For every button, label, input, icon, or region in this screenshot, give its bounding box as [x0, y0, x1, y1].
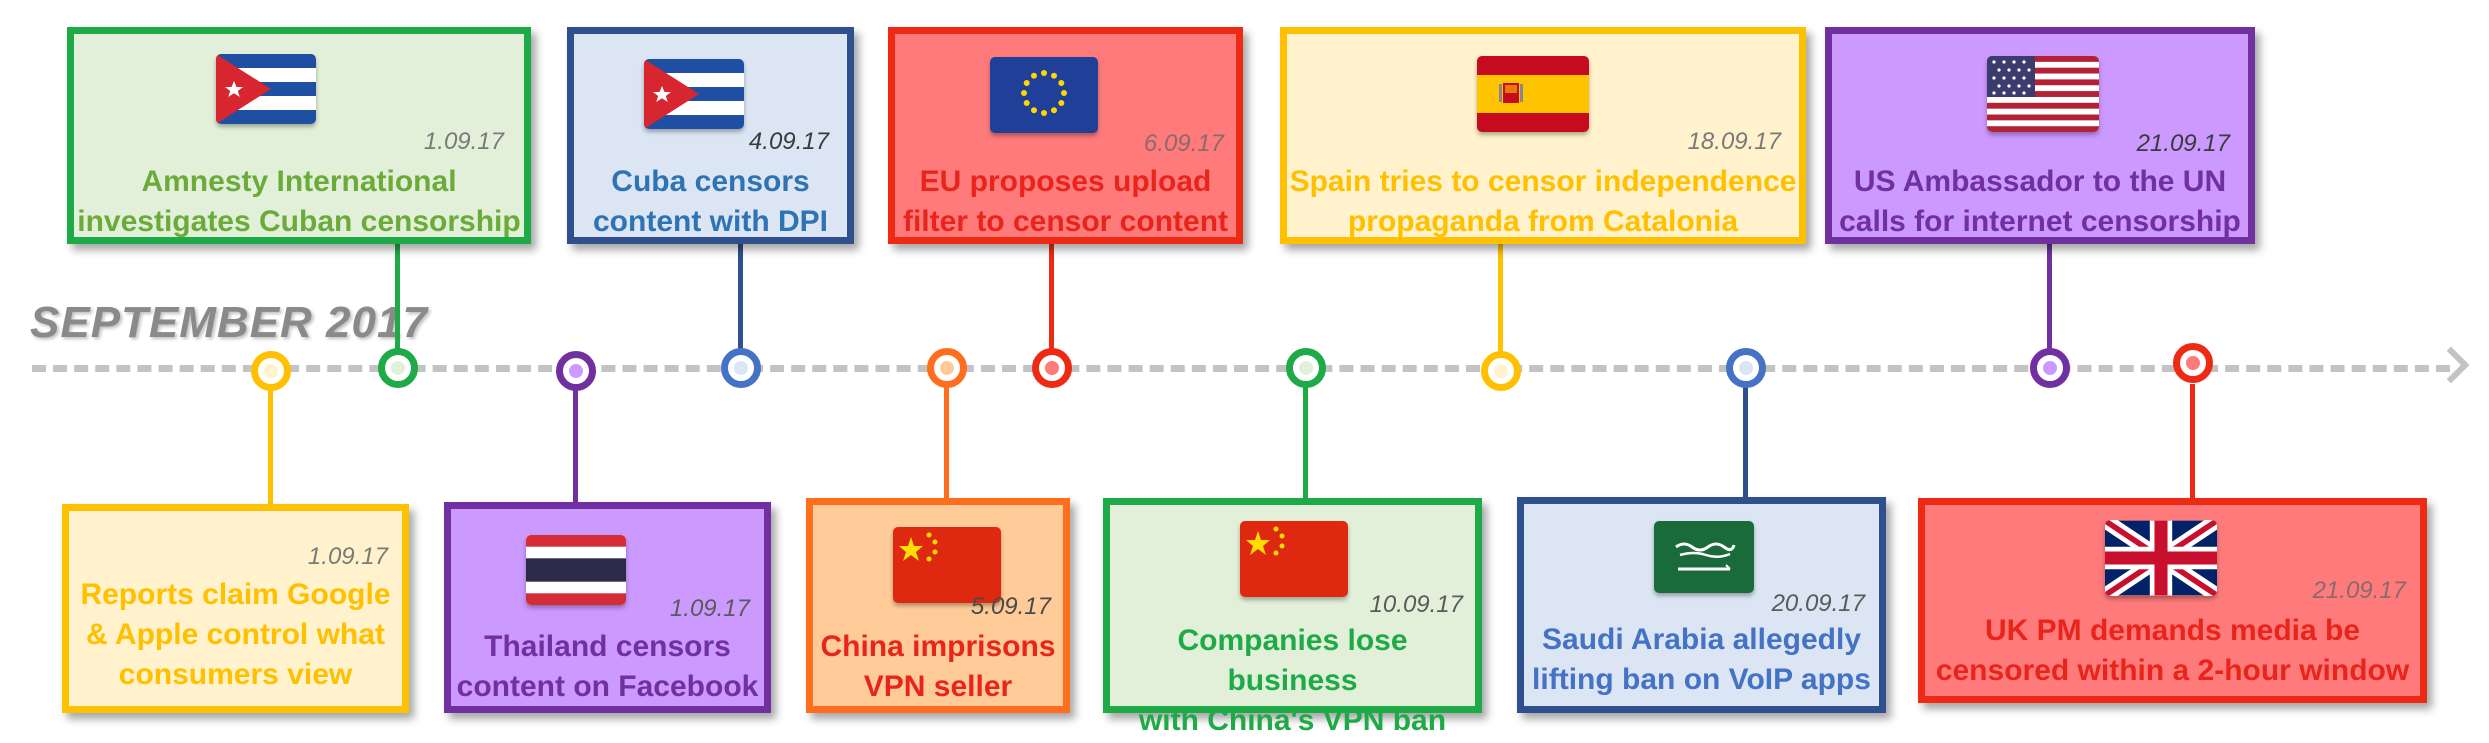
event-headline: Cuba censors content with DPI: [593, 165, 828, 238]
timeline-arrow-icon: [2432, 346, 2470, 384]
connector: [1303, 384, 1308, 502]
event-headline: Companies lose business with China's VPN…: [1138, 624, 1447, 737]
event-headline: US Ambassador to the UN calls for intern…: [1839, 165, 2241, 238]
event-card-spain-catalonia: 18.09.17 Spain tries to censor independe…: [1280, 27, 1806, 244]
eu-flag-icon: [990, 57, 1098, 133]
event-headline: Saudi Arabia allegedly lifting ban on Vo…: [1532, 623, 1871, 696]
thailand-flag-icon: [526, 535, 626, 605]
uk-flag-icon: [2105, 520, 2217, 596]
timeline-axis: [32, 365, 2450, 372]
event-card-thailand-facebook: 1.09.17 Thailand censors content on Face…: [444, 502, 771, 713]
event-card-cuba-dpi: 4.09.17 Cuba censors content with DPI: [567, 27, 854, 244]
connector: [738, 244, 743, 352]
usa-flag-icon: [1987, 56, 2099, 132]
cuba-flag-icon: [644, 59, 744, 129]
event-card-us-ambassador: 21.09.17 US Ambassador to the UN calls f…: [1825, 27, 2255, 244]
event-date: 1.09.17: [669, 595, 750, 622]
connector: [2190, 384, 2195, 506]
timeline-dot: [721, 348, 761, 388]
event-card-saudi-voip: 20.09.17 Saudi Arabia allegedly lifting …: [1517, 497, 1886, 713]
connector: [944, 384, 949, 502]
event-date: 10.09.17: [1369, 591, 1463, 618]
connector: [573, 384, 578, 506]
event-date: 5.09.17: [970, 593, 1051, 620]
timeline-dot: [2173, 343, 2213, 383]
timeline-title: SEPTEMBER 2017: [30, 298, 428, 347]
event-date: 21.09.17: [2312, 577, 2406, 604]
timeline-dot: [1481, 351, 1521, 391]
event-date: 21.09.17: [2136, 130, 2230, 157]
event-headline: China imprisons VPN seller: [820, 630, 1056, 703]
timeline-dot: [378, 348, 418, 388]
event-date: 4.09.17: [748, 128, 829, 155]
event-headline: Reports claim Google & Apple control wha…: [80, 578, 391, 691]
event-card-uk-media: 21.09.17 UK PM demands media be censored…: [1918, 498, 2427, 703]
event-date: 1.09.17: [423, 128, 504, 155]
saudi-arabia-flag-icon: [1654, 521, 1754, 593]
timeline-dot: [2030, 348, 2070, 388]
timeline-dot: [556, 351, 596, 391]
china-flag-icon: [893, 527, 1001, 603]
event-date: 18.09.17: [1687, 128, 1781, 155]
cuba-flag-icon: [216, 54, 316, 124]
event-date: 20.09.17: [1771, 590, 1865, 617]
timeline-dot: [251, 351, 291, 391]
connector: [395, 244, 400, 352]
event-card-china-vpn-seller: 5.09.17 China imprisons VPN seller: [806, 498, 1070, 713]
timeline-dot: [927, 348, 967, 388]
spain-flag-icon: [1477, 56, 1589, 132]
connector: [1498, 244, 1503, 352]
event-headline: Spain tries to censor independence propa…: [1289, 165, 1797, 238]
event-date: 1.09.17: [307, 543, 388, 570]
timeline-dot: [1726, 348, 1766, 388]
event-card-google-apple: 1.09.17 Reports claim Google & Apple con…: [62, 504, 409, 713]
event-headline: EU proposes upload filter to censor cont…: [902, 165, 1229, 238]
event-card-amnesty-cuba: 1.09.17 Amnesty International investigat…: [67, 27, 531, 244]
event-card-china-vpn-ban: 10.09.17 Companies lose business with Ch…: [1103, 498, 1482, 737]
connector: [2047, 244, 2052, 352]
event-headline: Amnesty International investigates Cuban…: [77, 165, 521, 238]
event-headline: UK PM demands media be censored within a…: [1935, 614, 2410, 687]
connector: [1743, 384, 1748, 502]
connector: [268, 384, 273, 506]
china-flag-icon: [1240, 521, 1348, 597]
event-card-eu-upload-filter: 6.09.17 EU proposes upload filter to cen…: [888, 27, 1243, 244]
timeline-dot: [1286, 348, 1326, 388]
connector: [1049, 244, 1054, 352]
event-date: 6.09.17: [1143, 130, 1224, 157]
event-headline: Thailand censors content on Facebook: [456, 630, 759, 703]
timeline-dot: [1032, 348, 1072, 388]
